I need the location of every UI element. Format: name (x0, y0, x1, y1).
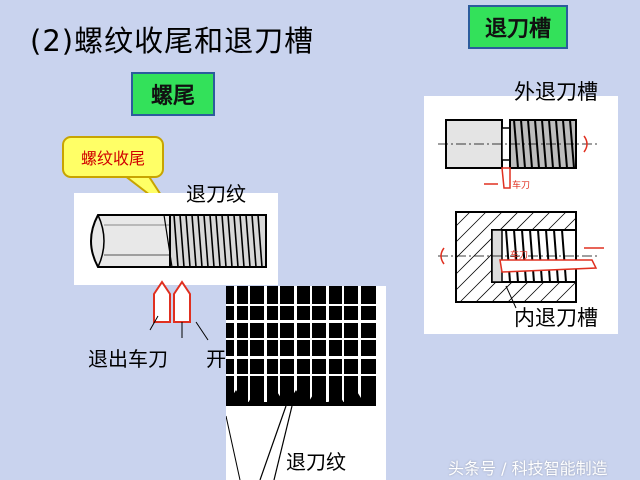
start-partial-label: 开 (206, 343, 226, 372)
inner-undercut-label: 内退刀槽 (514, 302, 598, 332)
retract-tool-label: 退出车刀 (88, 343, 168, 372)
inner-tool-label: 车刀 (510, 249, 528, 261)
outer-tool-label: 车刀 (512, 179, 530, 191)
undercut-drawing-panel: 车刀 车刀 (424, 96, 618, 334)
outer-undercut-label: 外退刀槽 (514, 76, 598, 106)
watermark: 头条号 / 科技智能制造 (448, 455, 608, 479)
undercut-thread-label-bottom: 退刀纹 (286, 446, 346, 475)
undercut-thread-label-top: 退刀纹 (186, 178, 246, 207)
